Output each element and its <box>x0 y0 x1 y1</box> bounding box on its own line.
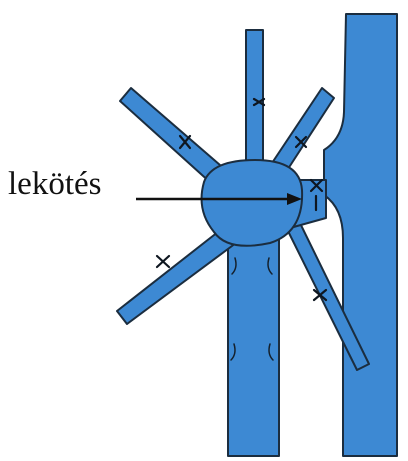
ligature-lower-left <box>157 256 169 267</box>
lower-left-tributary <box>117 228 236 324</box>
deep-vein <box>324 14 397 456</box>
ligation-label: lekötés <box>8 166 101 202</box>
